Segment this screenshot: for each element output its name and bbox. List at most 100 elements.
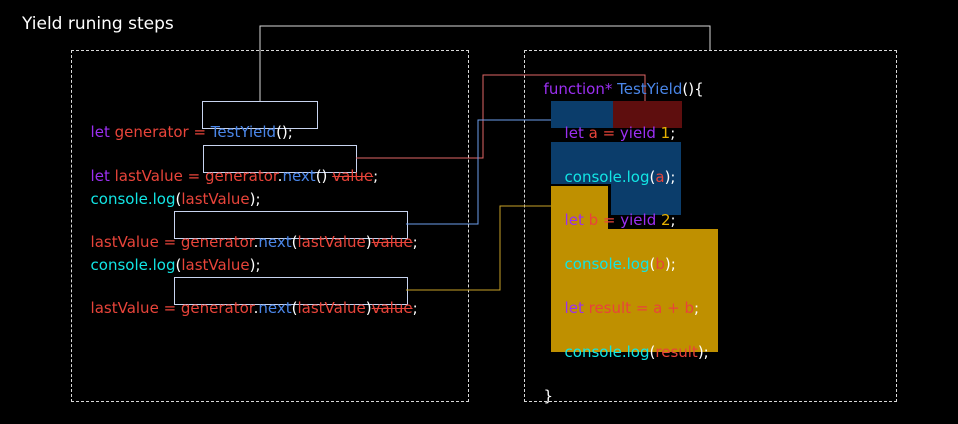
- var-lastvalue: lastValue: [114, 167, 183, 185]
- paren-close: );: [664, 255, 676, 273]
- fn-testyield: TestYield: [617, 80, 683, 98]
- arg-lastvalue: lastValue: [181, 256, 250, 274]
- paren-close: );: [249, 256, 261, 274]
- paren-open: (: [175, 256, 182, 274]
- paren-close: );: [249, 190, 261, 208]
- code-line-generator: let generator = TestYield();: [81, 105, 293, 141]
- keyword-yield: yield: [619, 124, 656, 142]
- var-b: b: [588, 211, 599, 229]
- paren-close: ): [365, 233, 372, 251]
- paren-close: ): [365, 299, 372, 317]
- op-assign: =: [631, 299, 654, 317]
- frame-next-call-1: [203, 145, 357, 173]
- code-line-console-1: console.log(lastValue);: [81, 172, 261, 208]
- number-2: 2: [661, 211, 671, 229]
- code-line-lastvalue-2: lastValue = generator.next(lastValue)val…: [81, 215, 418, 251]
- page-title: Yield runing steps: [22, 14, 174, 34]
- arg-lastvalue: lastValue: [181, 190, 250, 208]
- var-generator: generator: [114, 123, 189, 141]
- method-next: next: [282, 167, 316, 185]
- dot: .: [253, 299, 259, 317]
- code-let-a: let a = yield 1;: [555, 106, 676, 142]
- frame-testyield-call: [202, 101, 318, 129]
- paren-close: );: [664, 168, 676, 186]
- method-next: next: [258, 299, 292, 317]
- var-a: a: [588, 124, 598, 142]
- paren-close: );: [697, 343, 709, 361]
- connector-step2: [406, 119, 551, 225]
- block-step1-let-a: [551, 101, 613, 128]
- parens-brace: (){: [682, 80, 704, 98]
- dot: .: [277, 167, 283, 185]
- var-lastvalue: lastValue: [90, 233, 159, 251]
- parens: ();: [276, 123, 293, 141]
- op-assign: =: [158, 233, 181, 251]
- keyword-let: let: [90, 123, 110, 141]
- code-close-brace: }: [534, 369, 554, 405]
- var-a: a: [653, 299, 663, 317]
- code-let-b: let b = yield 2;: [555, 193, 676, 229]
- var-generator: generator: [180, 233, 254, 251]
- struck-value: value: [332, 167, 374, 185]
- arg-lastvalue: lastValue: [297, 299, 366, 317]
- code-console-a: console.log(a);: [555, 150, 676, 186]
- frame-next-call-2: [174, 211, 408, 239]
- paren-open: (: [649, 168, 656, 186]
- paren-open: (: [291, 299, 298, 317]
- keyword-let: let: [564, 299, 584, 317]
- connector-step3: [406, 205, 551, 291]
- console-log: console.log: [90, 256, 176, 274]
- arg-a: a: [655, 168, 665, 186]
- fn-testyield: TestYield: [210, 123, 277, 141]
- console-log: console.log: [564, 168, 650, 186]
- op-assign: =: [188, 123, 211, 141]
- number-1: 1: [660, 124, 671, 142]
- connector-step1: [356, 74, 646, 159]
- var-generator: generator: [204, 167, 278, 185]
- arg-result: result: [655, 343, 698, 361]
- arg-lastvalue: lastValue: [297, 233, 366, 251]
- paren-open: (: [291, 233, 298, 251]
- op-assign: =: [598, 211, 621, 229]
- semicolon: ;: [694, 299, 700, 317]
- keyword-let: let: [564, 211, 584, 229]
- block-step3-main: [551, 229, 718, 352]
- paren-open: (: [175, 190, 182, 208]
- console-log: console.log: [90, 190, 176, 208]
- method-next: next: [258, 233, 292, 251]
- code-let-result: let result = a + b;: [555, 281, 700, 317]
- paren-open: (: [649, 255, 656, 273]
- parens: (): [315, 167, 328, 185]
- code-line-lastvalue-3: lastValue = generator.next(lastValue)val…: [81, 281, 418, 317]
- connector-testyield: [259, 25, 711, 101]
- keyword-function: function*: [543, 80, 613, 98]
- keyword-yield: yield: [620, 211, 657, 229]
- var-result: result: [588, 299, 632, 317]
- brace-close: }: [543, 387, 554, 405]
- block-step2-yield-2: [611, 184, 681, 215]
- op-assign: =: [182, 167, 205, 185]
- var-generator: generator: [180, 299, 254, 317]
- var-b: b: [684, 299, 694, 317]
- op-assign: =: [158, 299, 181, 317]
- caller-code-panel: [71, 50, 469, 402]
- semicolon: ;: [412, 299, 418, 317]
- semicolon: ;: [412, 233, 418, 251]
- frame-next-call-3: [174, 277, 408, 305]
- struck-value: value: [371, 233, 413, 251]
- block-step2-console-a: [551, 142, 681, 184]
- var-lastvalue: lastValue: [90, 299, 159, 317]
- semicolon: ;: [670, 211, 676, 229]
- code-console-b: console.log(b);: [555, 237, 676, 273]
- keyword-let: let: [90, 167, 110, 185]
- block-step3-let-b: [551, 186, 608, 229]
- code-console-result: console.log(result);: [555, 325, 709, 361]
- semicolon: ;: [670, 124, 676, 142]
- op-assign: =: [597, 124, 620, 142]
- keyword-let: let: [564, 124, 584, 142]
- paren-open: (: [649, 343, 656, 361]
- code-line-console-2: console.log(lastValue);: [81, 238, 261, 274]
- console-log: console.log: [564, 343, 650, 361]
- arg-b: b: [655, 255, 665, 273]
- code-function-header: function* TestYield(){: [534, 62, 704, 98]
